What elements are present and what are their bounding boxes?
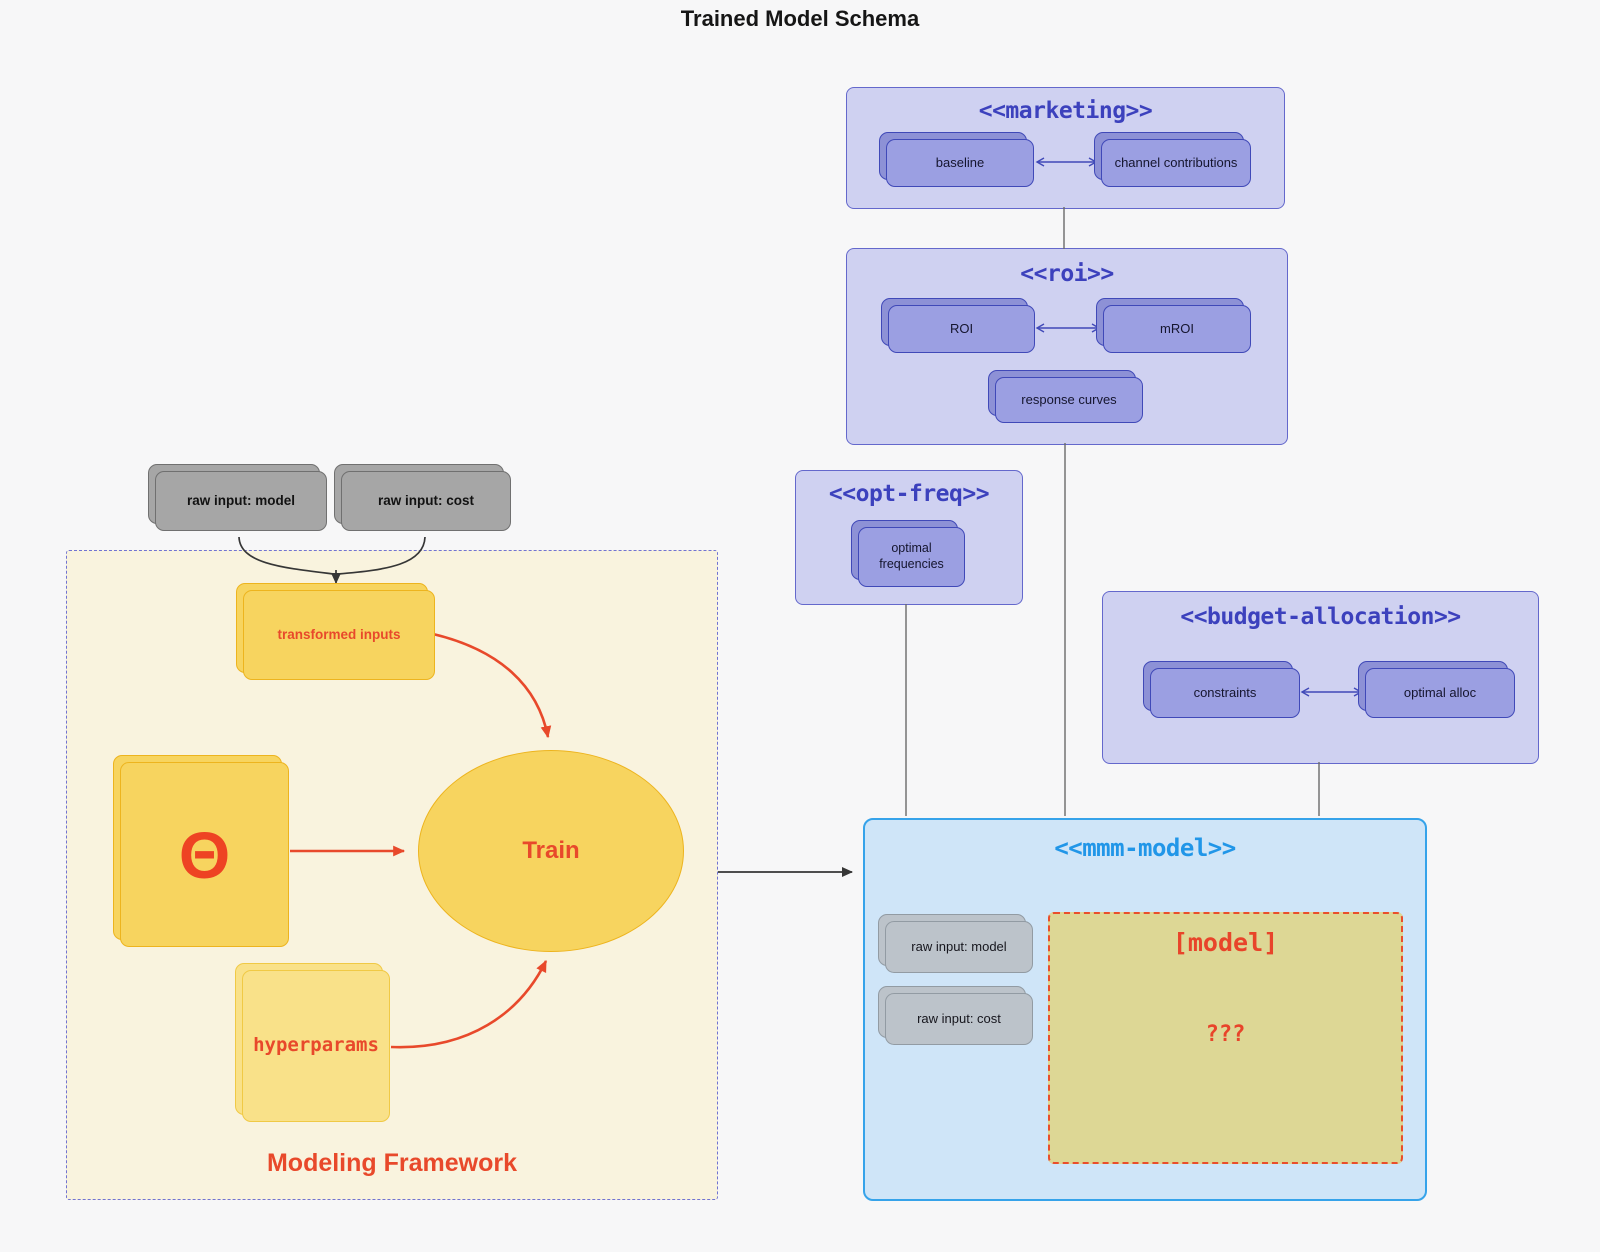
diagram-title: Trained Model Schema <box>680 6 920 31</box>
framework-label: Modeling Framework <box>266 1149 518 1177</box>
node-optimal-frequencies: optimal frequencies <box>858 527 965 587</box>
package-budget-allocation-title: <<budget-allocation>> <box>1180 604 1461 630</box>
node-channel-contributions: channel contributions <box>1101 139 1251 187</box>
package-marketing-title: <<marketing>> <box>978 98 1153 124</box>
arrow-raw-model-to-transformed <box>238 536 335 575</box>
package-mmm-model-title: <<mmm-model>> <box>1054 834 1236 862</box>
node-constraints: constraints <box>1150 668 1300 718</box>
node-response-curves: response curves <box>995 377 1143 423</box>
node-roi: ROI <box>888 305 1035 353</box>
node-optimal-alloc: optimal alloc <box>1365 668 1515 718</box>
arrow-hyperparams-to-train <box>390 960 548 1049</box>
node-theta: Θ <box>120 762 289 947</box>
node-hyperparams: hyperparams <box>242 970 390 1122</box>
node-mmm-raw-input-model: raw input: model <box>885 921 1033 973</box>
arrow-raw-cost-to-transformed <box>337 536 426 575</box>
arrow-transformed-to-train <box>432 632 552 739</box>
node-raw-input-cost: raw input: cost <box>341 471 511 531</box>
node-raw-input-model: raw input: model <box>155 471 327 531</box>
model-box-value: ??? <box>1205 1022 1246 1047</box>
package-roi-title: <<roi>> <box>1020 261 1114 287</box>
model-placeholder-box: [model] ??? <box>1048 912 1403 1164</box>
node-train: Train <box>418 750 684 952</box>
node-mroi: mROI <box>1103 305 1251 353</box>
node-transformed-inputs: transformed inputs <box>243 590 435 680</box>
package-opt-freq-title: <<opt-freq>> <box>828 481 990 507</box>
node-baseline: baseline <box>886 139 1034 187</box>
model-box-label: [model] <box>1172 928 1279 957</box>
node-mmm-raw-input-cost: raw input: cost <box>885 993 1033 1045</box>
